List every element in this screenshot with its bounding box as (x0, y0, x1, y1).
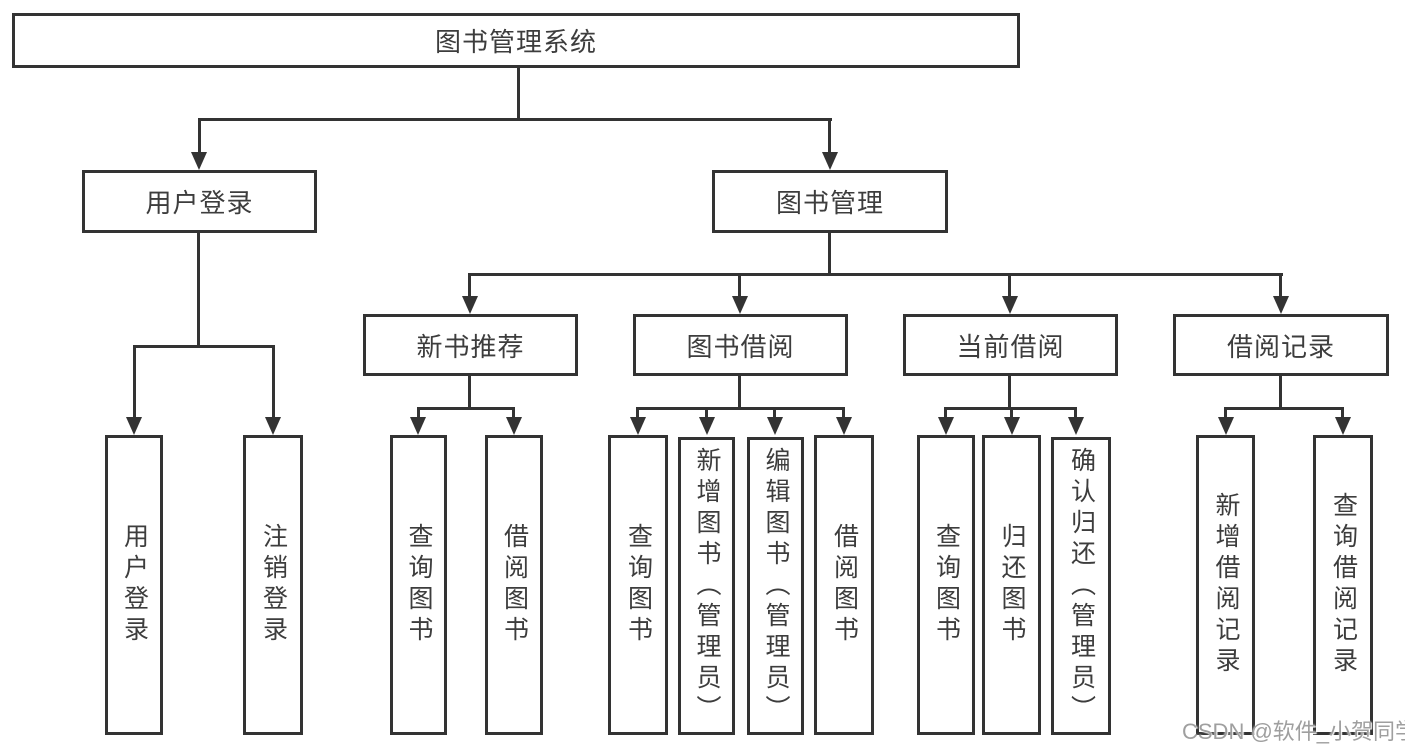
csdn-watermark: CSDN @软件_小贺同学 (1182, 719, 1405, 744)
connector-line (197, 233, 200, 347)
leaf-query-borrow-record: 查询借阅记录 (1313, 435, 1373, 735)
leaf-label: 新增借阅记录 (1212, 492, 1240, 678)
node-borrowing-records: 借阅记录 (1173, 314, 1389, 376)
leaf-label: 用户登录 (120, 523, 149, 647)
arrow-down-icon (1273, 296, 1289, 314)
arrow-down-icon (410, 417, 426, 435)
leaf-label: 查询借阅记录 (1329, 492, 1358, 678)
connector-line (828, 233, 831, 275)
arrow-down-icon (938, 417, 954, 435)
node-user-login: 用户登录 (82, 170, 317, 233)
node-label: 图书管理系统 (434, 27, 597, 57)
arrow-down-icon (699, 417, 715, 435)
leaf-label: 借阅图书 (830, 523, 859, 647)
leaf-label: 注销登录 (259, 523, 288, 647)
connector-line (1008, 273, 1011, 298)
connector-line (417, 407, 420, 419)
connector-line (512, 407, 515, 419)
connector-line (517, 68, 520, 120)
leaf-logout: 注销登录 (243, 435, 303, 735)
connector-line (1010, 407, 1013, 419)
arrow-down-icon (822, 152, 838, 170)
connector-line (468, 376, 471, 409)
leaf-label: 查询图书 (405, 523, 433, 647)
node-label: 图书管理 (775, 188, 884, 218)
leaf-label: 查询图书 (932, 523, 961, 647)
arrow-down-icon (1004, 417, 1020, 435)
connector-line (1074, 407, 1077, 419)
arrow-down-icon (1335, 417, 1351, 435)
arrow-down-icon (126, 417, 142, 435)
node-new-book-recommendation: 新书推荐 (363, 314, 578, 376)
leaf-label: 新增图书（管理员） (693, 446, 721, 726)
connector-line (1224, 407, 1227, 419)
arrow-down-icon (767, 417, 783, 435)
connector-line (738, 273, 741, 298)
connector-line (272, 345, 275, 417)
connector-line (944, 407, 947, 419)
connector-line (1008, 376, 1011, 409)
node-current-borrowing: 当前借阅 (903, 314, 1118, 376)
connector-line (133, 345, 136, 417)
arrow-down-icon (1002, 296, 1018, 314)
arrow-down-icon (265, 417, 281, 435)
connector-line (1279, 273, 1282, 298)
leaf-query-books-recommend: 查询图书 (390, 435, 447, 735)
node-label: 当前借阅 (956, 331, 1065, 362)
arrow-down-icon (836, 417, 852, 435)
connector-line (1341, 407, 1344, 419)
connector-line (636, 407, 639, 419)
leaf-edit-books-admin: 编辑图书（管理员） (747, 437, 804, 735)
leaf-label: 归还图书 (998, 523, 1026, 647)
node-label: 图书借阅 (686, 331, 795, 362)
leaf-query-books-current: 查询图书 (917, 435, 975, 735)
connector-line (468, 273, 471, 298)
connector-line (469, 273, 1283, 276)
arrow-down-icon (1068, 417, 1084, 435)
leaf-label: 编辑图书（管理员） (762, 446, 790, 726)
connector-line (636, 407, 844, 410)
connector-line (705, 407, 708, 419)
connector-line (198, 118, 832, 121)
connector-line (773, 407, 776, 419)
connector-line (828, 118, 831, 153)
node-root-library-management-system: 图书管理系统 (12, 13, 1020, 68)
leaf-borrow-books: 借阅图书 (814, 435, 874, 735)
arrow-down-icon (1218, 417, 1234, 435)
leaf-confirm-return-admin: 确认归还（管理员） (1051, 437, 1111, 735)
connector-line (842, 407, 845, 419)
leaf-add-borrow-record: 新增借阅记录 (1196, 435, 1255, 735)
leaf-label: 查询图书 (624, 523, 653, 647)
arrow-down-icon (506, 417, 522, 435)
node-book-management: 图书管理 (712, 170, 948, 233)
connector-line (1279, 376, 1282, 409)
leaf-user-login: 用户登录 (105, 435, 163, 735)
leaf-label: 确认归还（管理员） (1067, 446, 1096, 726)
connector-line (133, 345, 275, 348)
leaf-label: 借阅图书 (500, 523, 529, 647)
connector-line (738, 376, 741, 409)
node-label: 用户登录 (145, 188, 254, 218)
arrow-down-icon (732, 296, 748, 314)
leaf-borrow-books-recommend: 借阅图书 (485, 435, 543, 735)
node-label: 借阅记录 (1226, 331, 1335, 362)
node-book-borrowing: 图书借阅 (633, 314, 848, 376)
leaf-add-books-admin: 新增图书（管理员） (678, 437, 735, 735)
arrow-down-icon (630, 417, 646, 435)
connector-line (1224, 407, 1343, 410)
leaf-query-books-borrow: 查询图书 (608, 435, 668, 735)
connector-line (417, 407, 515, 410)
arrow-down-icon (191, 152, 207, 170)
arrow-down-icon (462, 296, 478, 314)
leaf-return-books: 归还图书 (982, 435, 1041, 735)
node-label: 新书推荐 (416, 331, 525, 362)
connector-line (198, 118, 201, 153)
